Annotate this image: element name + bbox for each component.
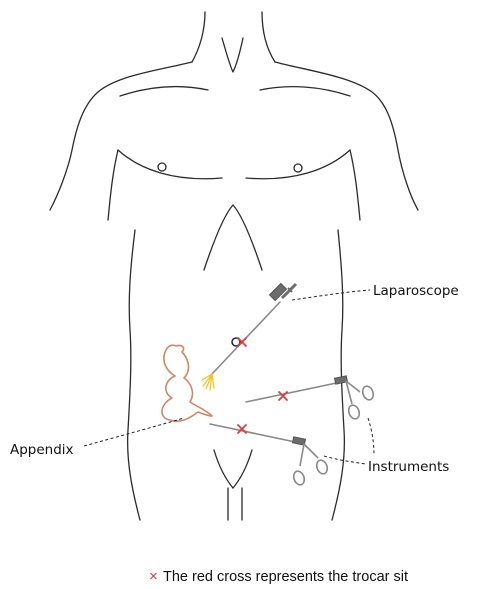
neck-left [192, 12, 205, 62]
appendix-label: Appendix [10, 442, 74, 458]
left-pectoral [118, 150, 222, 179]
left-nipple [158, 163, 166, 171]
right-nipple [294, 164, 302, 172]
rib-arch [204, 205, 262, 270]
legend-cross-symbol: × [149, 568, 158, 585]
left-armpit [108, 150, 118, 220]
instrument-lower [210, 424, 329, 486]
legend-text: The red cross represents the trocar sit [163, 569, 408, 585]
groin-left [214, 450, 233, 488]
light-rays [202, 374, 214, 390]
instruments-leader-lower [324, 456, 366, 464]
collarbone-notch [222, 38, 243, 72]
laparoscope-instrument [202, 284, 296, 390]
trocar-cross-upper [279, 392, 287, 400]
neck-right [262, 12, 275, 62]
right-flank [332, 230, 344, 520]
left-flank [128, 230, 140, 520]
laparoscope-label: Laparoscope [373, 283, 459, 299]
left-shoulder [50, 62, 192, 210]
right-shoulder [275, 62, 418, 210]
right-clavicle [260, 87, 350, 96]
laparoscope-leader [292, 290, 370, 300]
instruments-leader-upper [368, 418, 374, 456]
left-clavicle [120, 87, 208, 96]
trocar-cross-lower [238, 425, 246, 433]
instrument-upper [246, 376, 375, 420]
right-armpit [350, 150, 360, 220]
trocar-cross-laparoscope [238, 338, 246, 346]
torso-outline [50, 12, 418, 520]
appendix-leader [84, 418, 184, 446]
groin-right [233, 450, 252, 488]
instruments-label: Instruments [368, 459, 449, 475]
